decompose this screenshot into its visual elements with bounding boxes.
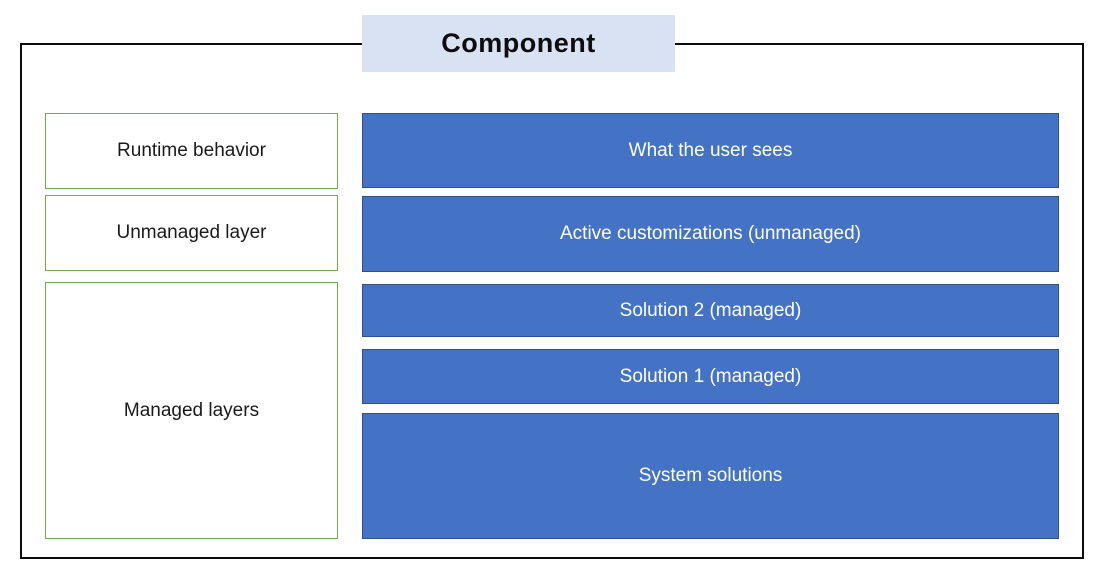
box-system-solutions: System solutions xyxy=(362,413,1059,539)
box-solution-1-managed: Solution 1 (managed) xyxy=(362,349,1059,404)
box-solution-2-managed: Solution 2 (managed) xyxy=(362,284,1059,337)
box-what-the-user-sees: What the user sees xyxy=(362,113,1059,188)
component-title: Component xyxy=(362,15,675,72)
label-unmanaged-layer: Unmanaged layer xyxy=(45,195,338,271)
label-runtime-behavior: Runtime behavior xyxy=(45,113,338,189)
box-active-customizations: Active customizations (unmanaged) xyxy=(362,196,1059,272)
label-managed-layers: Managed layers xyxy=(45,282,338,539)
